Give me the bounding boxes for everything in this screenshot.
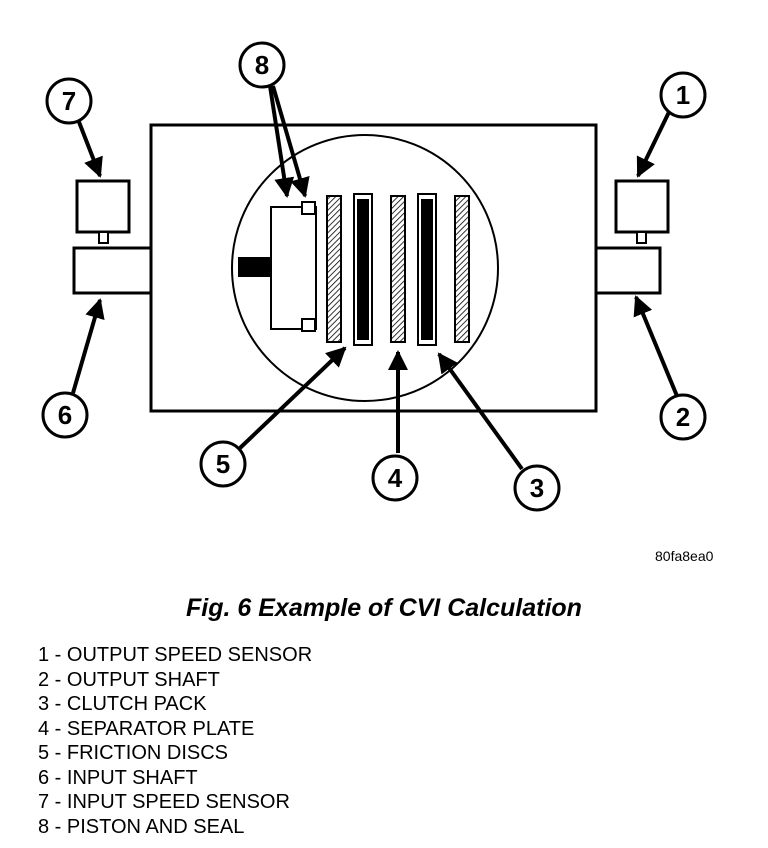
svg-text:7: 7 — [62, 86, 76, 116]
legend-item: 8 - PISTON AND SEAL — [38, 815, 245, 838]
legend-item: 2 - OUTPUT SHAFT — [38, 668, 220, 691]
callout-7: 7 — [45, 77, 93, 125]
svg-text:5: 5 — [216, 449, 230, 479]
friction-disc — [326, 195, 342, 343]
input-sensor-tip — [98, 231, 109, 244]
leader-arrow-1 — [636, 109, 672, 178]
legend-item: 5 - FRICTION DISCS — [38, 742, 229, 764]
piston-rod — [238, 257, 271, 277]
piston-seal-bottom — [301, 318, 316, 332]
callout-4: 4 — [371, 454, 419, 502]
callout-6: 6 — [41, 391, 89, 439]
callout-3: 3 — [513, 464, 561, 512]
cvi-diagram: 1 2 3 4 5 6 7 8 — [41, 41, 707, 512]
input-speed-sensor — [75, 179, 131, 234]
leader-arrow-5 — [238, 346, 347, 450]
piston-seal-top — [301, 201, 316, 215]
svg-text:6: 6 — [58, 400, 72, 430]
legend-item: 6 - INPUT SHAFT — [38, 766, 198, 789]
svg-text:4: 4 — [388, 463, 403, 493]
legend-list: 1 - OUTPUT SPEED SENSOR 2 - OUTPUT SHAFT… — [38, 643, 312, 839]
leader-arrow-8b — [271, 85, 310, 198]
svg-text:8: 8 — [255, 50, 269, 80]
output-shaft — [594, 246, 662, 295]
leader-arrow-7 — [77, 121, 103, 178]
callout-5: 5 — [199, 440, 247, 488]
callout-2: 2 — [659, 393, 707, 441]
leader-arrow-6 — [71, 298, 105, 394]
legend-item: 4 - SEPARATOR PLATE — [38, 717, 255, 740]
input-shaft — [72, 246, 153, 295]
friction-disc — [454, 195, 470, 343]
leader-arrow-3 — [437, 352, 524, 471]
leader-arrow-8a — [268, 85, 295, 198]
legend-item: 1 - OUTPUT SPEED SENSOR — [38, 644, 313, 666]
callout-1: 1 — [659, 71, 707, 119]
output-speed-sensor — [614, 179, 670, 234]
piston — [270, 206, 317, 330]
separator-plate-core — [357, 199, 369, 340]
callout-8: 8 — [238, 41, 286, 89]
svg-text:3: 3 — [530, 473, 544, 503]
svg-text:1: 1 — [676, 80, 690, 110]
figure-code: 80fa8ea0 — [655, 548, 714, 564]
friction-disc — [390, 195, 406, 343]
output-sensor-tip — [636, 231, 647, 244]
separator-plate-core — [421, 199, 433, 340]
figure-caption: Fig. 6 Example of CVI Calculation — [186, 594, 582, 622]
svg-text:2: 2 — [676, 402, 690, 432]
legend-item: 7 - INPUT SPEED SENSOR — [38, 791, 290, 813]
legend-item: 3 - CLUTCH PACK — [38, 693, 207, 715]
leader-arrow-2 — [633, 295, 679, 397]
